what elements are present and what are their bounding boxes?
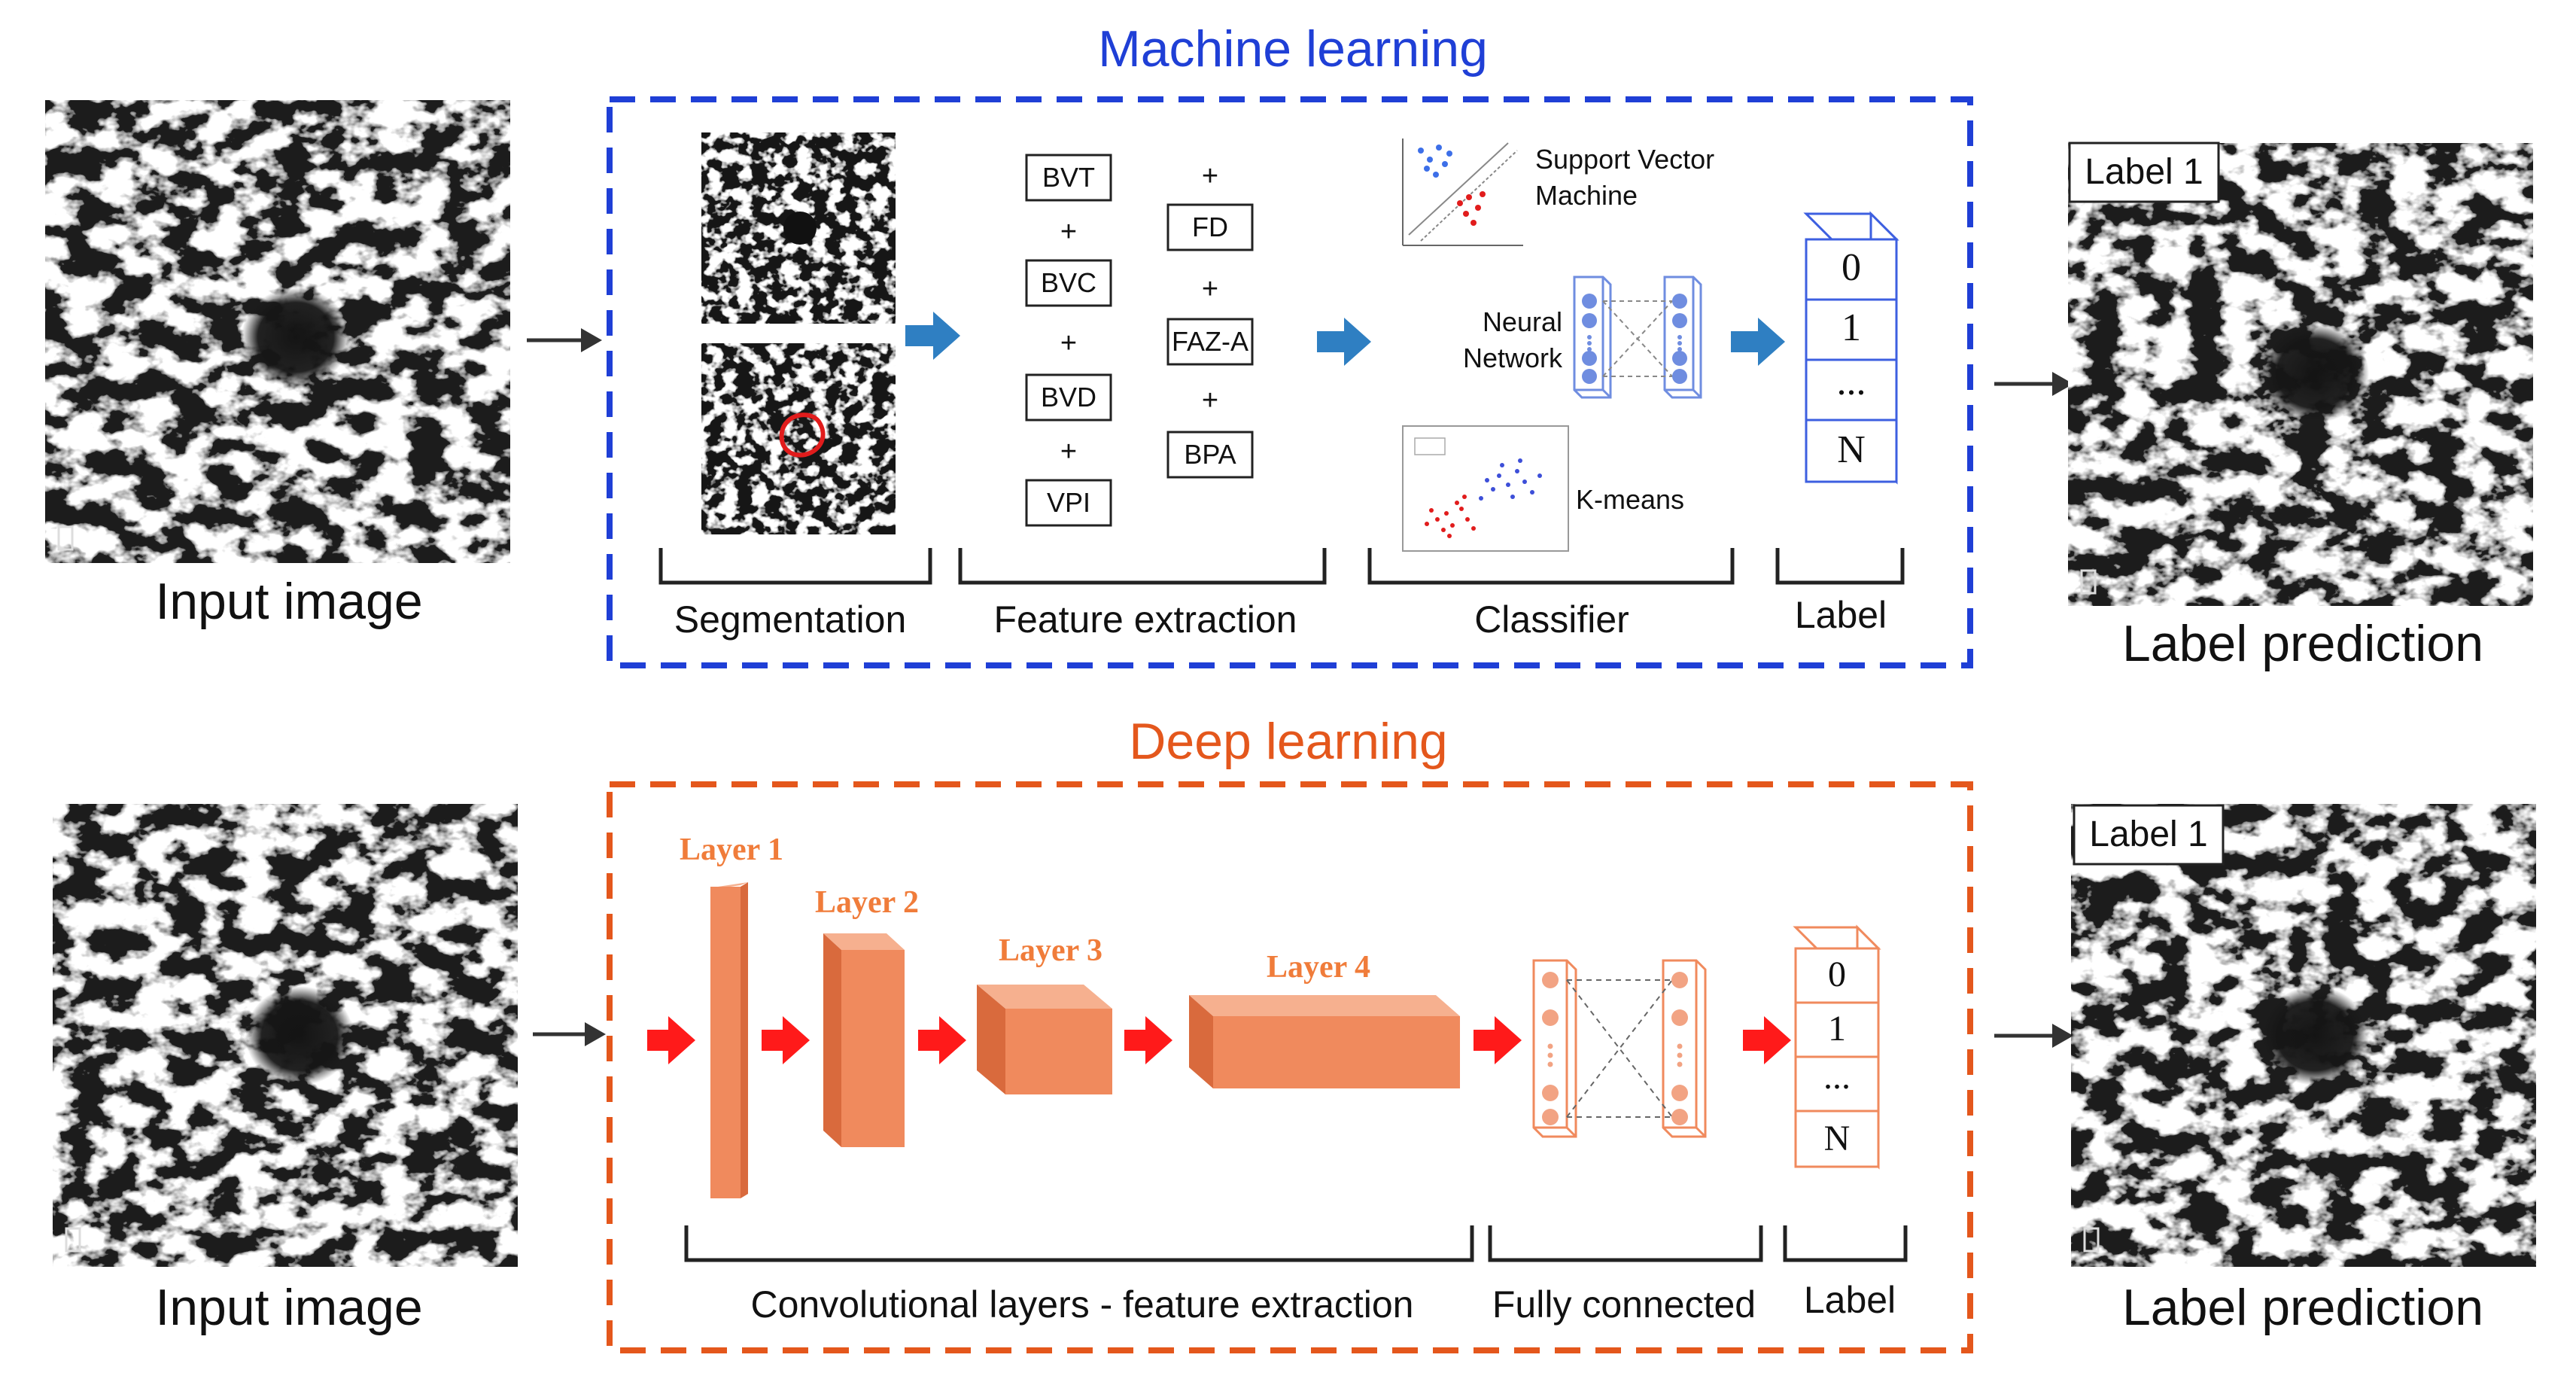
dl-red-arrows [647, 1016, 1791, 1064]
nn-label-line2: Network [1463, 342, 1563, 373]
ml-dashed-frame [607, 96, 1973, 668]
ml-output-tag-box [2068, 142, 2220, 203]
feature-faz-a: FAZ-A [1172, 326, 1248, 357]
conv-layer-3-block [977, 985, 1112, 1094]
ml-section-label-segmentation: Segmentation [674, 598, 907, 641]
feature-boxes-right [1166, 203, 1254, 479]
dl-output-tag-box [2073, 804, 2225, 866]
dl-section-title: Deep learning [1129, 713, 1447, 770]
segmentation-vessel-image [701, 132, 896, 324]
ml-arrow-seg-to-features [905, 312, 960, 360]
plus-sign: + [1060, 436, 1077, 467]
ml-section-title: Machine learning [1098, 20, 1488, 78]
dl-label-value-1: 1 [1828, 1009, 1846, 1049]
ml-label-value-n: N [1837, 428, 1866, 471]
feature-bvt: BVT [1042, 162, 1095, 193]
dl-section-label-conv: Convolutional layers - feature extractio… [750, 1283, 1413, 1326]
svm-label-line1: Support Vector [1535, 144, 1714, 175]
dl-input-image [53, 804, 518, 1267]
dl-section-brackets [684, 1225, 1908, 1262]
dl-output-label: Label prediction [2122, 1279, 2483, 1336]
dl-section-label-fully-connected: Fully connected [1492, 1283, 1756, 1326]
ml-label-column [1803, 211, 1899, 485]
nn-network-icon [1573, 275, 1702, 399]
ml-label-value-0: 0 [1842, 246, 1861, 289]
feature-bvd: BVD [1041, 382, 1096, 412]
ml-output-label: Label prediction [2122, 615, 2483, 672]
ml-input-arrow [527, 328, 602, 352]
plus-sign: + [1202, 385, 1218, 416]
dl-section-label-label: Label [1804, 1279, 1896, 1321]
segmentation-faz-image [701, 343, 896, 534]
ml-arrow-classifier-to-label [1731, 318, 1785, 366]
ml-section-label-classifier: Classifier [1474, 598, 1629, 641]
ml-output-tag: Label 1 [2085, 152, 2203, 192]
layer-3-label: Layer 3 [999, 933, 1102, 968]
feature-fd: FD [1192, 212, 1228, 242]
ml-label-value-ellipsis: ... [1837, 361, 1866, 403]
feature-bvc: BVC [1041, 267, 1096, 298]
svm-label-line2: Machine [1535, 180, 1638, 211]
dl-dashed-frame [607, 781, 1973, 1353]
feature-boxes-left [1025, 154, 1112, 527]
dl-output-arrow [1994, 1024, 2073, 1048]
plus-sign: + [1060, 327, 1077, 359]
kmeans-label: K-means [1576, 484, 1684, 515]
ml-output-arrow [1994, 372, 2073, 396]
plus-sign: + [1060, 216, 1077, 248]
dl-fully-connected-icon [1532, 959, 1707, 1138]
conv-layer-2-block [823, 933, 905, 1147]
dl-label-value-ellipsis: ... [1823, 1057, 1851, 1097]
ml-arrow-features-to-classifier [1317, 318, 1371, 366]
layer-1-label: Layer 1 [680, 833, 783, 867]
layer-2-label: Layer 2 [815, 885, 919, 920]
plus-sign: + [1202, 273, 1218, 305]
ml-label-value-1: 1 [1842, 306, 1861, 349]
dl-input-label: Input image [155, 1279, 422, 1336]
nn-label-line1: Neural [1483, 306, 1562, 337]
ml-input-label: Input image [155, 573, 422, 630]
feature-vpi: VPI [1047, 487, 1090, 518]
ml-section-brackets [658, 548, 1905, 585]
ml-input-image [45, 100, 510, 563]
conv-layer-1-block [710, 882, 748, 1198]
svm-scatter-icon [1402, 139, 1523, 246]
ml-section-label-feature-extraction: Feature extraction [994, 598, 1297, 641]
layer-4-label: Layer 4 [1267, 950, 1370, 985]
ml-section-label-label: Label [1795, 594, 1887, 636]
ml-output-image [2068, 143, 2533, 606]
dl-label-column [1793, 924, 1881, 1170]
kmeans-scatter-icon [1402, 425, 1569, 552]
dl-label-value-0: 0 [1828, 954, 1846, 994]
dl-output-image [2071, 804, 2536, 1267]
dl-label-value-n: N [1824, 1119, 1851, 1158]
conv-layer-4-block [1189, 995, 1460, 1088]
dl-output-tag: Label 1 [2089, 814, 2207, 854]
plus-sign: + [1202, 160, 1218, 192]
dl-input-arrow [533, 1022, 606, 1046]
feature-bpa: BPA [1184, 439, 1236, 470]
